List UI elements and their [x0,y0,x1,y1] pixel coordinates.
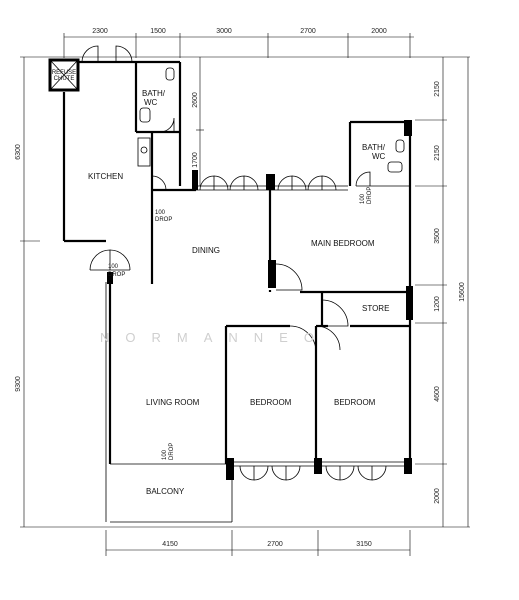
entrance-drop-1: 100 [108,264,119,270]
dim-right-5: 4600 [434,386,441,402]
dim-mid-1: 2600 [192,92,199,108]
dim-left-2: 9300 [15,376,22,392]
dim-top-3: 3000 [216,28,232,35]
dim-bottom-3: 3150 [356,541,372,548]
column [314,458,322,474]
toilet-icon [395,139,405,153]
columns [107,120,413,480]
room-labels: REFUSE CHUTE BATH/ WC BATH/ WC KITCHEN D… [52,70,390,496]
dim-top-1: 2300 [92,28,108,35]
column [107,272,113,284]
column [404,120,412,136]
dim-left-1: 6300 [15,144,22,160]
sink-icon [139,107,151,123]
fixtures [137,67,405,173]
bath-wc-2-label-2: WC [372,152,386,161]
entrance-drop-2: DROP [108,272,125,278]
bedroom-2-label: BEDROOM [334,398,376,407]
dimension-lines [20,33,470,556]
toilet-icon [165,67,175,81]
refuse-chute-label-2: CHUTE [54,76,75,82]
dim-right-2: 2150 [434,145,441,161]
bath-drop-2: DROP [367,187,373,204]
dim-mid-2: 1700 [192,152,199,168]
column [404,458,412,474]
kitchen-sink-icon [137,137,151,167]
refuse-chute-box [48,58,80,92]
dim-right-6: 2000 [434,488,441,504]
refuse-chute-label-1: REFUSE [52,70,76,76]
column [266,174,275,190]
living-drop-1: 100 [162,449,168,460]
kitchen-drop-2: DROP [155,217,172,223]
dim-right-total: 15600 [459,282,466,302]
dim-right-4: 1200 [434,296,441,312]
stove-icon [140,146,148,154]
column [226,458,234,480]
kitchen-label: KITCHEN [88,172,123,181]
watermark: NORMANNEO [100,330,330,345]
bath-wc-2-label-1: BATH/ [362,143,386,152]
kitchen-drop-1: 100 [155,210,166,216]
dim-top-2: 1500 [150,28,166,35]
balcony-label: BALCONY [146,487,185,496]
store-label: STORE [362,304,389,313]
dining-label: DINING [192,246,220,255]
column [268,260,276,288]
dimension-texts: 2300 1500 3000 2700 2000 4150 2700 3150 … [15,28,466,548]
dim-top-5: 2000 [371,28,387,35]
bath-drop-1: 100 [360,193,366,204]
living-room-label: LIVING ROOM [146,398,200,407]
dim-bottom-1: 4150 [162,541,178,548]
dim-right-3: 3500 [434,228,441,244]
drop-labels: 100 DROP 100 DROP 100 DROP 100 DROP [108,187,373,460]
doors [81,45,387,481]
sink-icon [387,161,403,173]
dim-top-4: 2700 [300,28,316,35]
walls [48,58,412,523]
dim-right-1: 2150 [434,81,441,97]
bath-wc-1-label-2: WC [144,98,158,107]
column [192,170,198,190]
bath-wc-1-label-1: BATH/ [142,89,166,98]
living-drop-2: DROP [169,443,175,460]
column [406,286,413,320]
dim-bottom-2: 2700 [267,541,283,548]
bedroom-1-label: BEDROOM [250,398,292,407]
main-bedroom-label: MAIN BEDROOM [311,239,375,248]
